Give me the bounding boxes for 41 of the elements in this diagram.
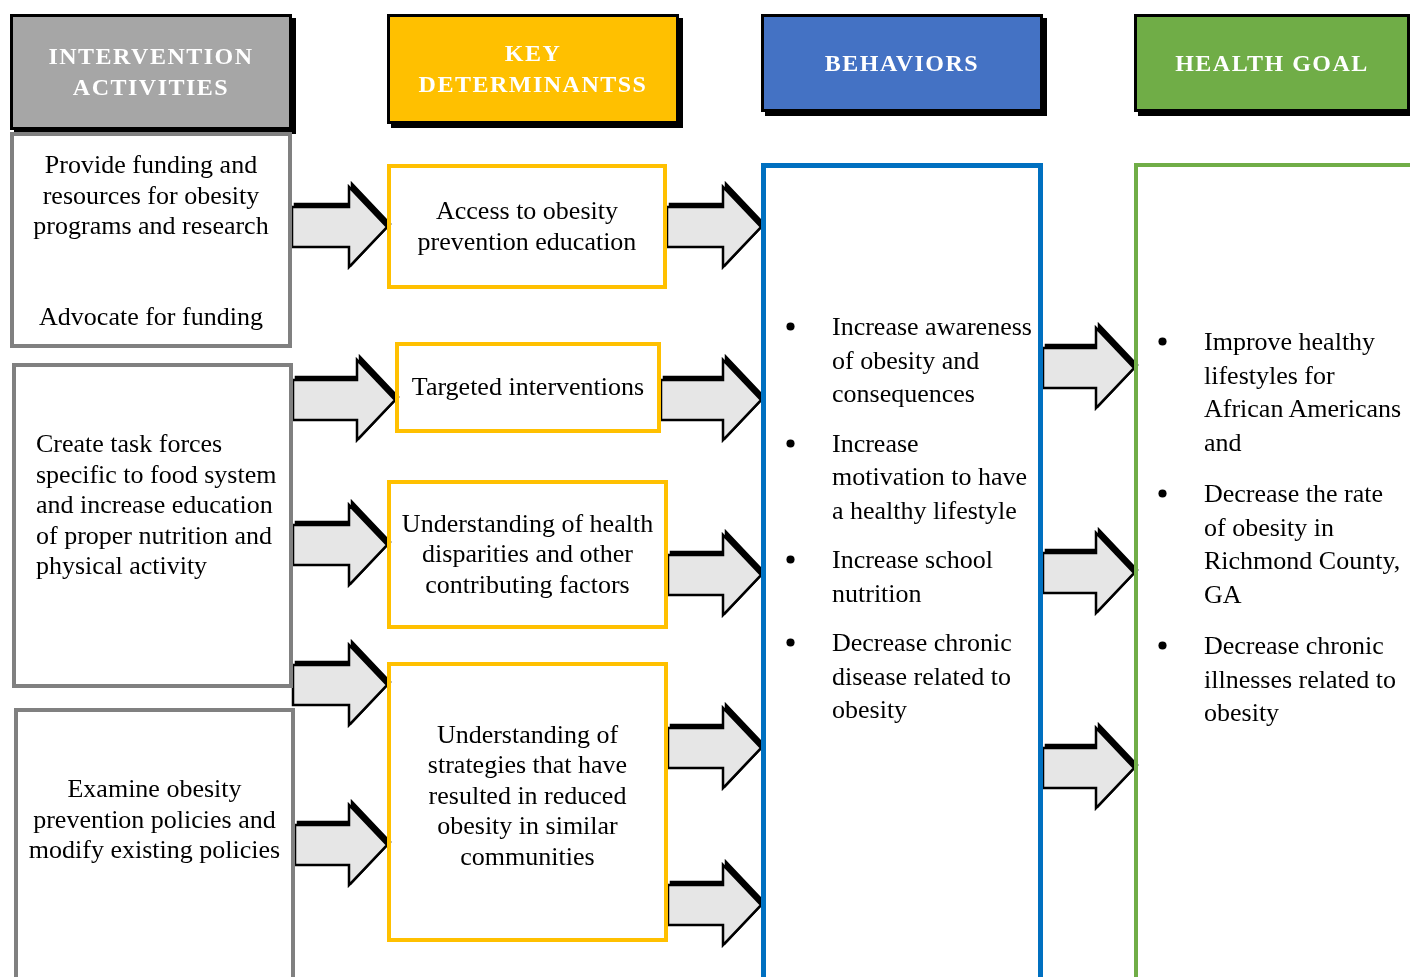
header-title: KEY DETERMINANTSS (417, 39, 649, 99)
block-arrow (1041, 724, 1136, 812)
box-text: Targeted interventions (410, 372, 646, 403)
block-arrow (291, 356, 397, 444)
box-text: Advocate for funding (38, 301, 264, 332)
outcome-panel (761, 163, 1043, 977)
process-box (12, 363, 293, 688)
bullet-text: Decrease the rate of obesity in Richmond County, GA (1204, 479, 1401, 609)
header-title: INTERVENTION ACTIVITIES (47, 42, 255, 102)
process-box (387, 164, 667, 289)
header-title: HEALTH GOAL (1175, 48, 1369, 78)
block-arrow (1041, 324, 1136, 412)
outcome-panel (1134, 163, 1410, 977)
box-text: Provide funding and resources for obesity programs and research (32, 150, 270, 242)
box-text: Understanding of strategies that have resulted in reduced obesity in similar communities (426, 719, 629, 873)
box-text: Examine obesity prevention policies and modify existing policies (28, 774, 281, 866)
process-box (10, 132, 292, 348)
block-arrow (666, 861, 763, 949)
bullet-text: Increase motivation to have a healthy lifestyle (832, 428, 1027, 525)
block-arrow (1041, 529, 1136, 617)
process-box (387, 662, 668, 942)
process-box (14, 708, 295, 977)
box-text: Create task forces specific to food system and increase education of proper nutrition and physical activity (36, 429, 278, 582)
bullet-text: Increase awareness of obesity and consequences (832, 312, 1032, 408)
block-arrow (291, 501, 389, 589)
box-text: Access to obesity prevention education (416, 196, 638, 257)
bullet-text: Decrease chronic disease related to obesity (832, 628, 1012, 724)
header-title: BEHAVIORS (824, 48, 980, 78)
block-arrow (666, 704, 763, 792)
block-arrow (666, 531, 763, 619)
block-arrow (665, 183, 763, 271)
process-box (387, 480, 668, 629)
block-arrow (293, 801, 389, 889)
process-box (395, 342, 661, 433)
block-arrow (290, 183, 389, 271)
bullet-text: Increase school nutrition (832, 545, 993, 608)
box-text: Understanding of health disparities and other contributing factors (400, 508, 655, 601)
block-arrow (659, 356, 763, 444)
bullet-text: Improve healthy lifestyles for African Americans and (1204, 327, 1402, 457)
block-arrow (291, 641, 389, 729)
bullet-text: Decrease chronic illnesses related to obesity (1204, 631, 1397, 727)
